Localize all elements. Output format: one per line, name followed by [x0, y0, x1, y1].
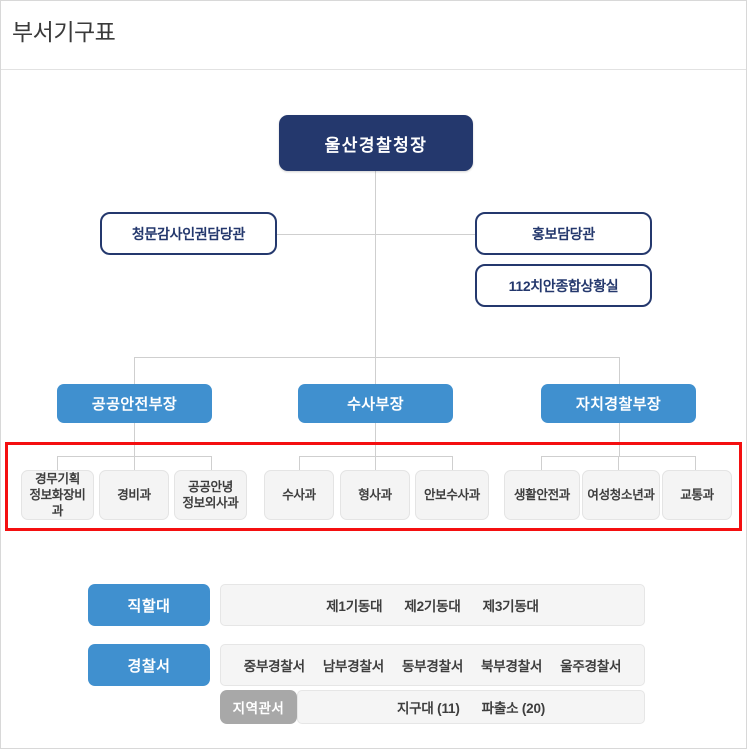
page-header: 부서기구표 — [1, 1, 746, 70]
row-panel-direct-units: 제1기동대 제2기동대 제3기동대 — [220, 584, 645, 626]
dept-label-line1: 안보수사과 — [423, 488, 480, 502]
row-panel-police-stations: 중부경찰서 남부경찰서 동부경찰서 북부경찰서 울주경찰서 — [220, 644, 645, 686]
row-items-police-stations: 중부경찰서 남부경찰서 동부경찰서 북부경찰서 울주경찰서 — [244, 655, 622, 675]
dept-label-line1: 경무기획 — [35, 472, 80, 486]
connector-division-drop-3 — [619, 357, 620, 384]
dept-label-line1: 교통과 — [680, 488, 714, 502]
connector-dept-stem-1-1 — [57, 456, 58, 470]
row-panel-local-offices: 지구대 (11) 파출소 (20) — [297, 690, 645, 724]
list-item[interactable]: 동부경찰서 — [401, 659, 464, 674]
dept-label-line2: 정보화장비과 — [29, 488, 86, 518]
node-audit-human-rights-officer[interactable]: 청문감사인권담당관 — [100, 212, 277, 255]
connector-dept-drop-group-2 — [375, 423, 376, 456]
node-112-situation-room[interactable]: 112치안종합상황실 — [475, 264, 652, 307]
connector-dept-stem-3-1 — [541, 456, 542, 470]
connector-division-drop-1 — [134, 357, 135, 384]
list-item[interactable]: 파출소 (20) — [481, 701, 546, 716]
node-dept-general-affairs-it-equipment[interactable]: 경무기획 정보화장비과 — [21, 470, 94, 520]
node-dept-national-security-investigation[interactable]: 안보수사과 — [415, 470, 489, 520]
node-dept-public-security-intelligence-foreign-affairs[interactable]: 공공안녕 정보외사과 — [174, 470, 247, 520]
node-dept-security[interactable]: 경비과 — [99, 470, 169, 520]
node-dept-investigation[interactable]: 수사과 — [264, 470, 334, 520]
dept-label-line1: 경비과 — [117, 488, 151, 502]
connector-dept-stem-1-2 — [134, 456, 135, 470]
connector-staff-right — [375, 234, 476, 235]
node-dept-women-juvenile[interactable]: 여성청소년과 — [582, 470, 660, 520]
connector-chief-vertical — [375, 171, 376, 358]
dept-label-line1: 공공안녕 — [188, 480, 233, 494]
dept-label-line1: 형사과 — [358, 488, 392, 502]
dept-label-line2: 정보외사과 — [182, 496, 239, 510]
connector-dept-stem-1-3 — [211, 456, 212, 470]
list-item[interactable]: 제1기동대 — [326, 599, 383, 614]
list-item[interactable]: 북부경찰서 — [481, 659, 543, 674]
node-division-autonomous-police[interactable]: 자치경찰부장 — [541, 384, 696, 423]
page-title: 부서기구표 — [12, 19, 116, 45]
node-dept-criminal[interactable]: 형사과 — [340, 470, 410, 520]
list-item[interactable]: 중부경찰서 — [243, 659, 305, 674]
connector-division-drop-2 — [375, 357, 376, 384]
row-label-direct-units[interactable]: 직할대 — [88, 584, 210, 626]
connector-dept-stem-2-3 — [452, 456, 453, 470]
dept-label-line1: 생활안전과 — [513, 488, 570, 502]
list-item[interactable]: 제2기동대 — [404, 599, 461, 614]
node-division-investigation[interactable]: 수사부장 — [298, 384, 453, 423]
node-police-commissioner[interactable]: 울산경찰청장 — [279, 115, 473, 171]
row-items-local-offices: 지구대 (11) 파출소 (20) — [397, 697, 545, 717]
connector-dept-stem-3-2 — [618, 456, 619, 470]
list-item[interactable]: 제3기동대 — [482, 599, 539, 614]
row-label-local-offices[interactable]: 지역관서 — [220, 690, 297, 724]
connector-dept-drop-group-3 — [619, 423, 620, 456]
connector-dept-drop-group-1 — [134, 423, 135, 456]
node-division-public-safety[interactable]: 공공안전부장 — [57, 384, 212, 423]
row-label-police-stations[interactable]: 경찰서 — [88, 644, 210, 686]
node-dept-traffic[interactable]: 교통과 — [662, 470, 732, 520]
list-item[interactable]: 남부경찰서 — [322, 659, 384, 674]
dept-label-line1: 여성청소년과 — [587, 488, 655, 502]
org-chart-canvas: 울산경찰청장 청문감사인권담당관 홍보담당관 112치안종합상황실 공공안전부장… — [1, 70, 746, 748]
node-dept-community-safety[interactable]: 생활안전과 — [504, 470, 580, 520]
list-item[interactable]: 울주경찰서 — [560, 659, 622, 674]
row-items-direct-units: 제1기동대 제2기동대 제3기동대 — [326, 595, 539, 615]
connector-division-bus — [134, 357, 620, 358]
list-item[interactable]: 지구대 (11) — [396, 701, 460, 716]
connector-staff-left — [276, 234, 376, 235]
node-public-relations-officer[interactable]: 홍보담당관 — [475, 212, 652, 255]
connector-dept-stem-3-3 — [695, 456, 696, 470]
connector-dept-stem-2-2 — [375, 456, 376, 470]
connector-dept-stem-2-1 — [299, 456, 300, 470]
dept-label-line1: 수사과 — [282, 488, 316, 502]
